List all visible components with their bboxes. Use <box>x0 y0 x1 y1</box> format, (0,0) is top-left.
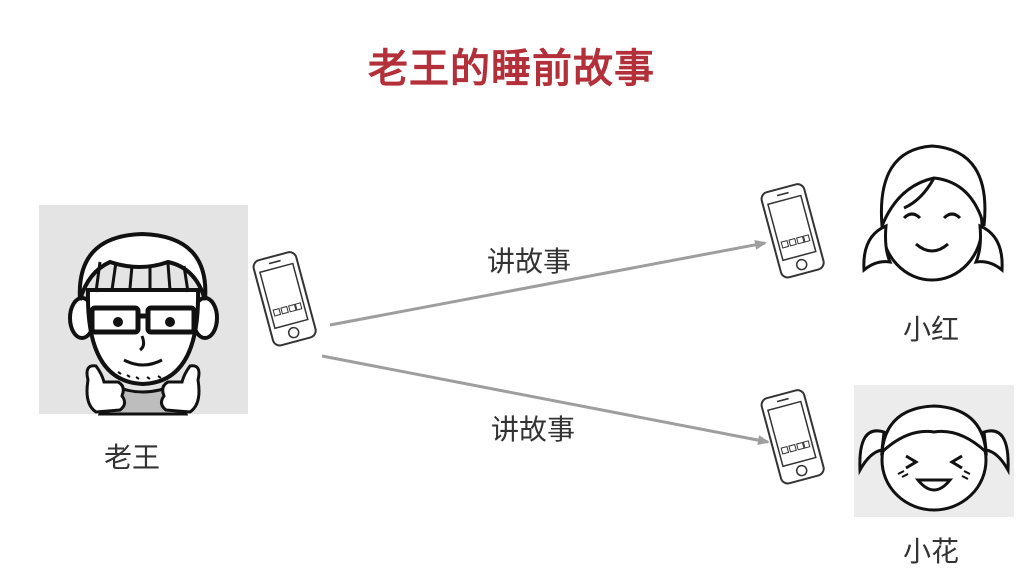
arrow-to-xiaohong <box>329 239 767 327</box>
sender-name-label: 老王 <box>104 441 161 474</box>
xiaohua-phone-icon <box>759 387 827 487</box>
slide-title: 老王的睡前故事 <box>368 46 655 92</box>
girl-xiaohong-avatar <box>862 144 1004 282</box>
laowang-avatar <box>39 205 248 416</box>
xiaohong-name-label: 小红 <box>903 313 960 346</box>
edge-label-top: 讲故事 <box>487 245 572 278</box>
edge-label-bottom: 讲故事 <box>491 413 576 446</box>
xiaohua-name-label: 小花 <box>903 535 960 568</box>
sender-phone-icon <box>251 249 319 349</box>
girl-xiaohua-avatar <box>854 385 1014 517</box>
xiaohong-phone-icon <box>759 181 827 281</box>
arrow-to-xiaohua <box>321 354 770 446</box>
